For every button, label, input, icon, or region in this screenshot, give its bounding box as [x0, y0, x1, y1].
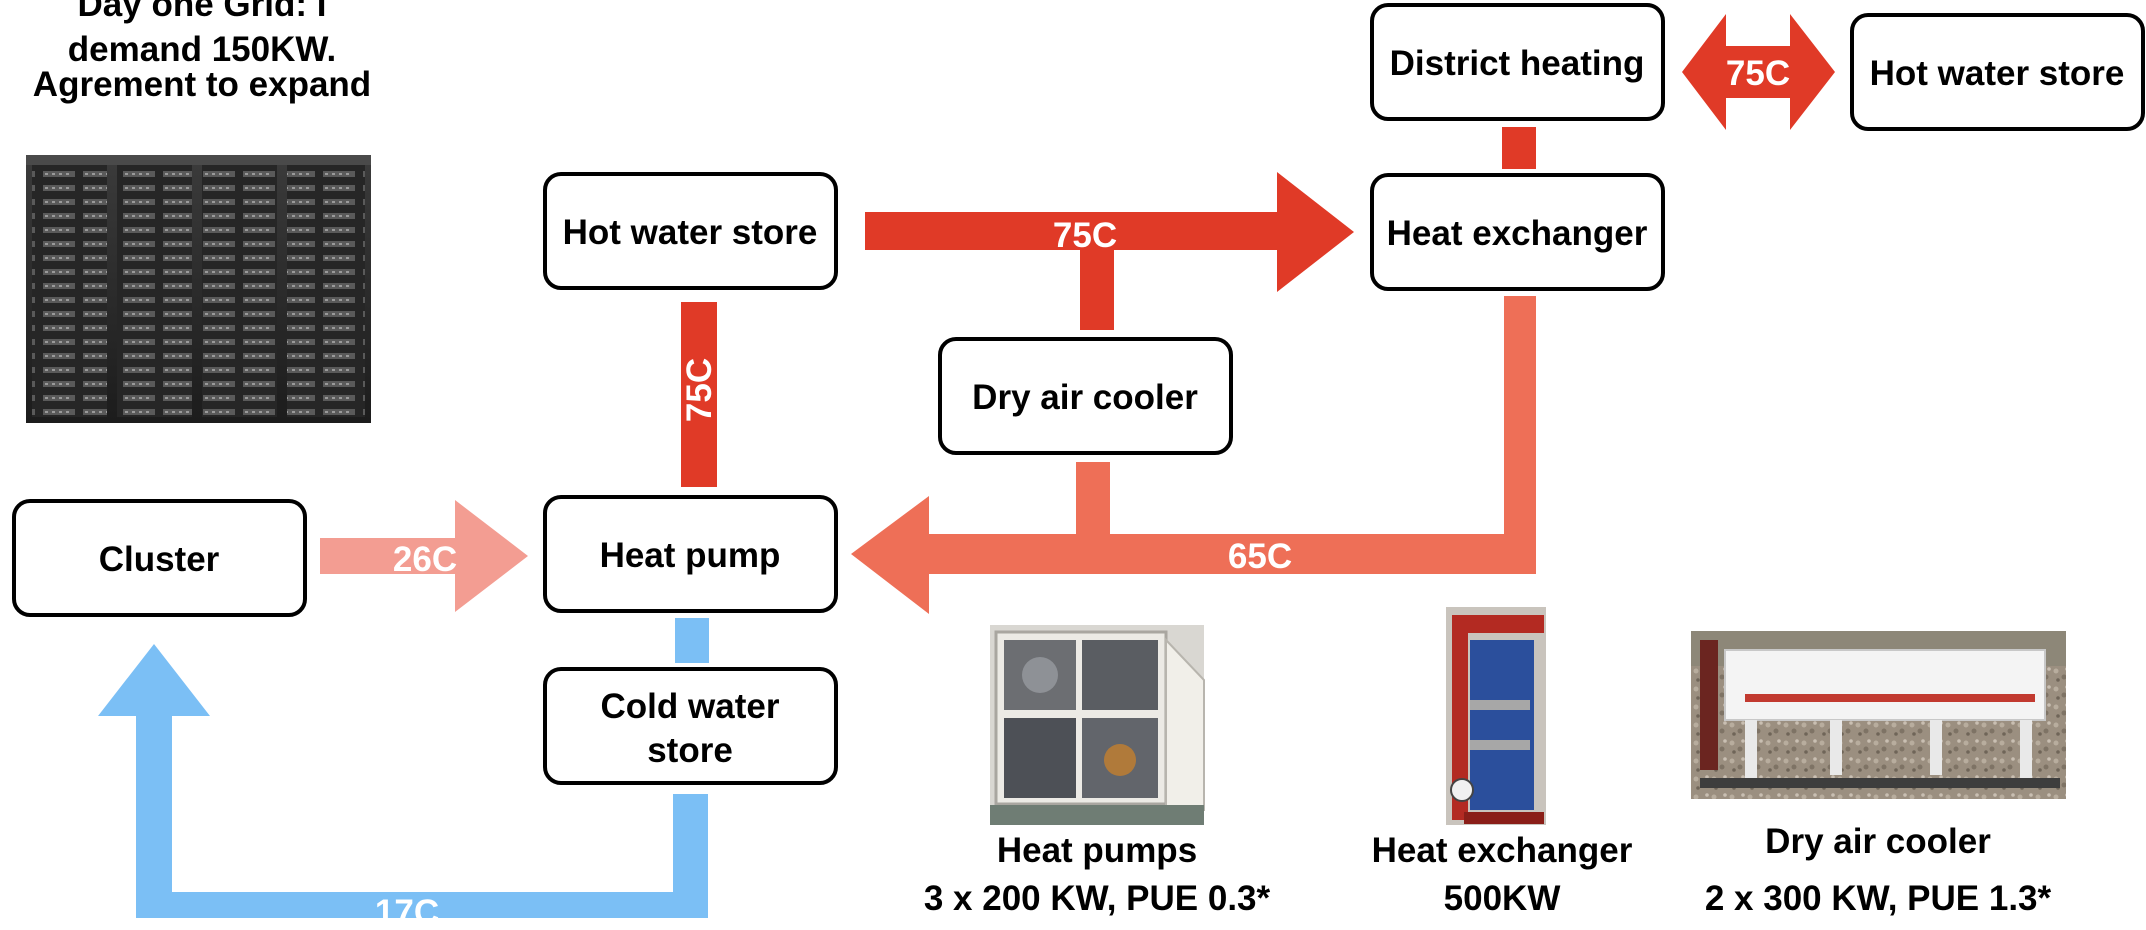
hot-water-store-label: Hot water store	[563, 213, 818, 252]
dry-air-cooler-caption-1: Dry air cooler	[1765, 822, 1991, 861]
flow-label-cluster-to-heat-pump: 26C	[393, 540, 457, 579]
district-heating-connector	[1502, 127, 1536, 169]
dry-air-cooler-box: Dry air cooler	[938, 337, 1233, 455]
flow-label-store-to-exchanger: 75C	[1053, 216, 1117, 255]
flow-label-heat-pump-to-store: 75C	[680, 358, 719, 422]
heat-pumps-caption-2: 3 x 200 KW, PUE 0.3*	[924, 879, 1271, 918]
dry-air-cooler-caption: Dry air cooler 2 x 300 KW, PUE 1.3*	[1705, 822, 2052, 918]
dry-air-cooler-photo	[1691, 631, 2066, 799]
heat-exchanger-label: Heat exchanger	[1387, 214, 1648, 253]
district-heating-label: District heating	[1390, 44, 1645, 83]
heat-pumps-caption: Heat pumps 3 x 200 KW, PUE 0.3*	[924, 831, 1271, 918]
dry-air-cooler-label: Dry air cooler	[972, 378, 1198, 417]
header-line-3: Agrement to expand	[33, 65, 371, 104]
hot-water-store-box: Hot water store	[543, 172, 838, 290]
server-rack-photo	[26, 155, 371, 423]
hot-water-store-right-box: Hot water store	[1850, 13, 2145, 131]
flow-label-cold-to-cluster: 17C	[375, 893, 439, 930]
flow-district-to-store: 75C	[1682, 14, 1835, 130]
flow-cluster-to-heat-pump: 26C	[320, 500, 528, 612]
heat-exchanger-caption-2: 500KW	[1444, 879, 1561, 918]
dry-air-cooler-caption-2: 2 x 300 KW, PUE 1.3*	[1705, 879, 2052, 918]
hot-water-store-right-label: Hot water store	[1870, 54, 2125, 93]
flow-return-to-heat-pump: 65C	[851, 296, 1536, 614]
flow-label-district-to-store: 75C	[1726, 54, 1790, 93]
heat-exchanger-caption: Heat exchanger 500KW	[1372, 831, 1633, 918]
flow-heat-pump-to-store: 75C	[680, 302, 719, 487]
header-line-1: Day one Grid: I	[78, 0, 327, 24]
flow-store-to-exchanger: 75C	[865, 172, 1354, 292]
flow-label-return: 65C	[1228, 537, 1292, 576]
cluster-label: Cluster	[99, 540, 220, 579]
flow-cold-to-cluster: 17C	[98, 644, 708, 930]
cold-water-store-label-1: Cold water	[601, 687, 780, 726]
cluster-box: Cluster	[12, 499, 307, 617]
plate-heat-exchanger-photo	[1446, 607, 1546, 825]
heat-exchanger-caption-1: Heat exchanger	[1372, 831, 1633, 870]
cold-store-connector	[675, 618, 709, 663]
cold-water-store-box: Cold water store	[543, 667, 838, 785]
heat-pump-unit-photo	[990, 625, 1205, 825]
dry-cooler-hot-connector	[1080, 250, 1114, 330]
district-heating-box: District heating	[1370, 3, 1665, 121]
header-note: Day one Grid: I demand 150KW. Agrement t…	[33, 0, 371, 104]
heat-pump-box: Heat pump	[543, 495, 838, 613]
header-line-2: demand 150KW.	[68, 30, 336, 69]
heat-exchanger-box: Heat exchanger	[1370, 173, 1665, 291]
cold-water-store-label-2: store	[647, 731, 733, 770]
heat-pumps-caption-1: Heat pumps	[997, 831, 1197, 870]
heat-pump-label: Heat pump	[600, 536, 781, 575]
